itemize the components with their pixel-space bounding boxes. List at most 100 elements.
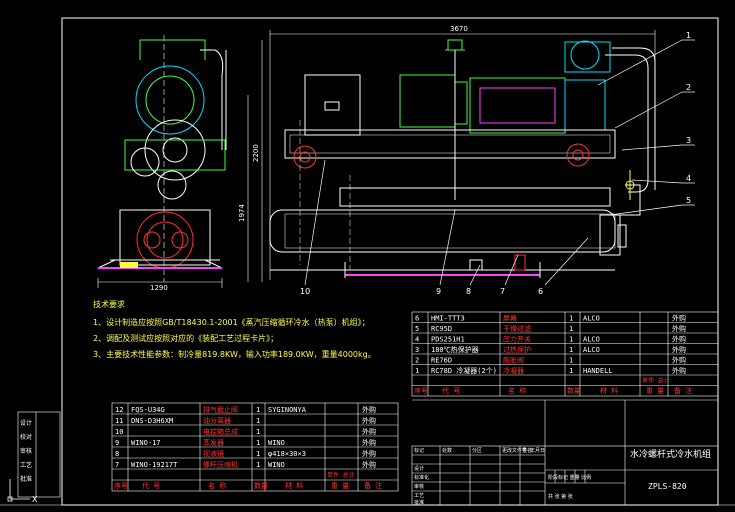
parts-right-row-3-name: 过热保护 xyxy=(503,345,531,354)
parts-left-header-h_qty: 数量 xyxy=(254,481,268,490)
ucs-axis-icon xyxy=(7,479,30,502)
parts-left-row-7-code: WINO-19217T xyxy=(131,461,178,469)
parts-left-row-10-no: 10 xyxy=(115,428,123,436)
parts-right-row-6-name: 屏幕 xyxy=(503,314,517,323)
parts-left-row-8-no: 8 xyxy=(115,450,119,458)
left-strip xyxy=(17,411,61,498)
parts-left-row-8-rem: 外购 xyxy=(362,449,376,458)
parts-left-row-12-code: FQS-U34G xyxy=(131,406,165,414)
parts-right-row-4-rem: 外购 xyxy=(672,335,686,344)
parts-right-header-h_wlabel: 重 量 xyxy=(646,387,664,395)
balloon-2: 2 xyxy=(686,83,691,92)
parts-left-row-10-qty: 1 xyxy=(256,428,260,436)
parts-left-header-h_code: 代 号 xyxy=(142,481,160,490)
parts-left-row-8-name: 视液镜 xyxy=(203,449,224,458)
parts-right-row-1-name: 冷凝器 xyxy=(503,366,524,375)
dim-2200: 2200 xyxy=(252,144,260,162)
parts-left-row-10-rem: 外购 xyxy=(362,427,376,436)
parts-left-row-9-name: 蒸发器 xyxy=(203,438,224,447)
parts-right-row-6-mat: ALCO xyxy=(583,315,600,323)
title-label-8: 审核 xyxy=(414,483,424,490)
leaders xyxy=(304,39,695,286)
tech-title: 技术要求 xyxy=(93,299,125,309)
parts-left-row-7-mat: WINO xyxy=(268,461,285,469)
parts-right-row-3-qty: 1 xyxy=(569,346,573,354)
balloon-9: 9 xyxy=(436,287,441,296)
title-label-9: 工艺 xyxy=(414,493,424,499)
parts-left-row-11-name: 油分离器 xyxy=(203,416,231,425)
title-label-10: 批准 xyxy=(414,499,424,506)
parts-right-row-4-no: 4 xyxy=(415,336,419,344)
parts-right-row-2-code: RE76D xyxy=(431,357,452,365)
parts-left-row-10-name: 电控箱总成 xyxy=(203,427,238,436)
parts-left-header-h_name: 名 称 xyxy=(208,481,226,490)
parts-right-row-4-mat: ALCO xyxy=(583,336,600,344)
title-label-4: 签名 xyxy=(522,447,532,454)
title-label-2: 分区 xyxy=(472,447,482,454)
parts-right-header-h_mat: 材 料 xyxy=(600,386,618,395)
balloon-labels: 1 2 3 4 5 6 7 8 9 10 xyxy=(300,31,691,296)
parts-left-row-7-name: 螺杆压缩机 xyxy=(203,460,238,469)
balloon-5: 5 xyxy=(686,196,691,205)
parts-right-row-2-no: 2 xyxy=(415,357,419,365)
parts-right-header-weight: 单件 总计 xyxy=(642,377,670,385)
parts-right-row-1-qty: 1 xyxy=(569,367,573,375)
title-label-0: 标记 xyxy=(414,447,424,454)
parts-right-row-4-name: 压力开关 xyxy=(503,335,531,344)
drawing-number: ZPLS-820 xyxy=(648,482,687,491)
parts-right-header-h_code: 代 号 xyxy=(442,386,460,395)
parts-right-row-4-code: PDS251H1 xyxy=(431,336,465,344)
parts-right-header-h_no: 序号 xyxy=(414,386,428,395)
parts-right-row-5-code: RC95D xyxy=(431,325,452,333)
balloon-7: 7 xyxy=(500,287,505,296)
parts-left-header-h_mat: 材 料 xyxy=(285,481,303,490)
tech-line-1: 1、设计制造应按照GB/T18430.1-2001《蒸汽压缩循环冷水（热泵）机组… xyxy=(93,317,370,327)
parts-right-row-6-rem: 外购 xyxy=(672,314,686,323)
left-strip-label-0: 设计 xyxy=(20,419,32,427)
parts-left-row-12-mat: SYGINONYA xyxy=(268,406,307,414)
parts-right-row-3-rem: 外购 xyxy=(672,345,686,354)
parts-left-row-9-mat: WINO xyxy=(268,439,285,447)
parts-right-row-2-name: 膨胀阀 xyxy=(503,356,524,365)
parts-left-row-7-qty: 1 xyxy=(256,461,260,469)
parts-left-row-8-qty: 1 xyxy=(256,450,260,458)
title-labels: 标记处数分区更改文件号签名年月日设计标准化审核工艺批准阶段标记 重量 比例共 张… xyxy=(414,447,591,506)
parts-left-row-7-rem: 外购 xyxy=(362,460,376,469)
title-stage: 阶段标记 重量 比例 xyxy=(548,474,591,481)
parts-left-row-9-code: WINO-17 xyxy=(131,439,161,447)
parts-left-row-11-code: DNS-D3H6XM xyxy=(131,417,173,425)
parts-right-row-5-name: 干燥过滤 xyxy=(503,324,531,333)
parts-left-row-9-no: 9 xyxy=(115,439,119,447)
parts-right-row-1-mat: HANDELL xyxy=(583,367,613,375)
parts-left-header-weight: 单件 总计 xyxy=(327,471,355,479)
parts-right-row-1-no: 1 xyxy=(415,367,419,375)
left-strip-label-3: 工艺 xyxy=(20,461,32,469)
side-dims xyxy=(97,40,263,288)
title-name: 水冷螺杆式冷水机组 xyxy=(630,448,711,460)
front-view xyxy=(269,30,656,280)
title-block xyxy=(411,399,719,506)
title-label-6: 设计 xyxy=(414,465,424,472)
parts-right-row-5-no: 5 xyxy=(415,325,419,333)
parts-right-row-6-code: HMI-TTT3 xyxy=(431,315,465,323)
parts-left-row-12-qty: 1 xyxy=(256,406,260,414)
left-strip-label-1: 校对 xyxy=(20,433,32,441)
left-strip-label-4: 批准 xyxy=(20,475,32,483)
dim-3670: 3670 xyxy=(450,25,468,33)
parts-left-row-12-rem: 外购 xyxy=(362,405,376,414)
balloon-3: 3 xyxy=(686,136,691,145)
parts-right-row-2-rem: 外购 xyxy=(672,356,686,365)
title-label-7: 标准化 xyxy=(414,474,429,481)
parts-right-row-5-qty: 1 xyxy=(569,325,573,333)
parts-right-row-1-code: RC78D 冷凝器(2个) xyxy=(431,366,497,375)
parts-right-row-2-qty: 1 xyxy=(569,357,573,365)
tech-notes: 技术要求 1、设计制造应按照GB/T18430.1-2001《蒸汽压缩循环冷水（… xyxy=(93,299,376,359)
parts-right-row-3-no: 3 xyxy=(415,346,419,354)
parts-left-row-11-rem: 外购 xyxy=(362,416,376,425)
parts-left-row-9-rem: 外购 xyxy=(362,438,376,447)
parts-right-row-4-qty: 1 xyxy=(569,336,573,344)
parts-left-row-8-mat: φ418×30×3 xyxy=(268,450,306,458)
